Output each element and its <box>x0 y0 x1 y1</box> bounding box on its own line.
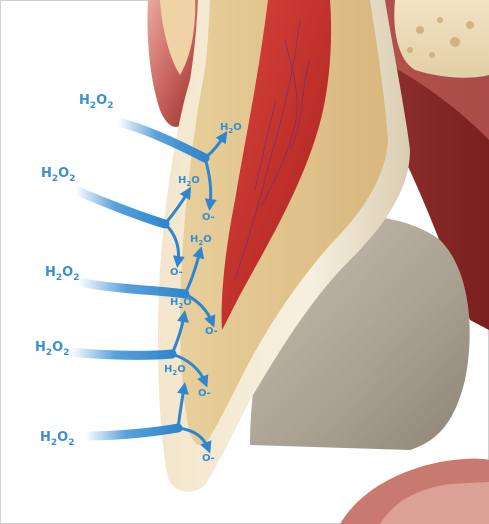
h2o2-label: H2O2 <box>35 340 69 358</box>
radical-label: O- <box>205 326 218 337</box>
radical-label: O- <box>202 453 215 464</box>
radical-label: O- <box>202 212 215 223</box>
h2o2-label: H2O2 <box>79 93 113 111</box>
radical-label: O- <box>198 388 211 399</box>
h2o2-labels: H2O2 H2O2 H2O2 H2O2 H2O2 <box>35 93 113 448</box>
h2o2-label: H2O2 <box>40 430 74 448</box>
radical-label: O- <box>170 267 183 278</box>
arrow-incoming <box>75 190 165 224</box>
h2o2-label: H2O2 <box>45 265 79 283</box>
arrow-incoming <box>70 352 172 355</box>
h2o2-label: H2O2 <box>41 166 75 184</box>
